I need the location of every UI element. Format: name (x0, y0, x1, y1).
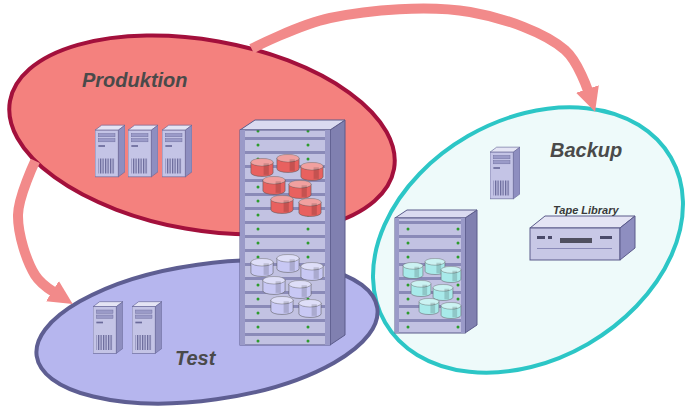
production-servers (95, 125, 192, 177)
zone-title: Backup (550, 138, 622, 162)
server-icon (95, 125, 125, 177)
label-holder: Tape Library (553, 200, 619, 218)
backup-rack (395, 210, 477, 333)
server-icon (162, 125, 192, 177)
device-label: Tape Library (553, 204, 619, 217)
zone-ellipse (325, 54, 688, 409)
server-icon (490, 147, 520, 199)
server-icon (93, 302, 123, 354)
tape-library-icon (530, 216, 635, 260)
storage-rack (240, 120, 345, 345)
zone-ellipse (0, 8, 411, 263)
zone-title: Test (175, 346, 215, 370)
disk-group (251, 155, 323, 217)
server-icon (128, 125, 158, 177)
flow-arrow (18, 161, 54, 292)
disk-group (403, 258, 461, 318)
disk-group (251, 255, 323, 318)
server-icon (132, 302, 162, 354)
flow-arrow (252, 9, 588, 91)
test-servers (93, 302, 162, 354)
zone-title: Produktion (82, 68, 188, 92)
